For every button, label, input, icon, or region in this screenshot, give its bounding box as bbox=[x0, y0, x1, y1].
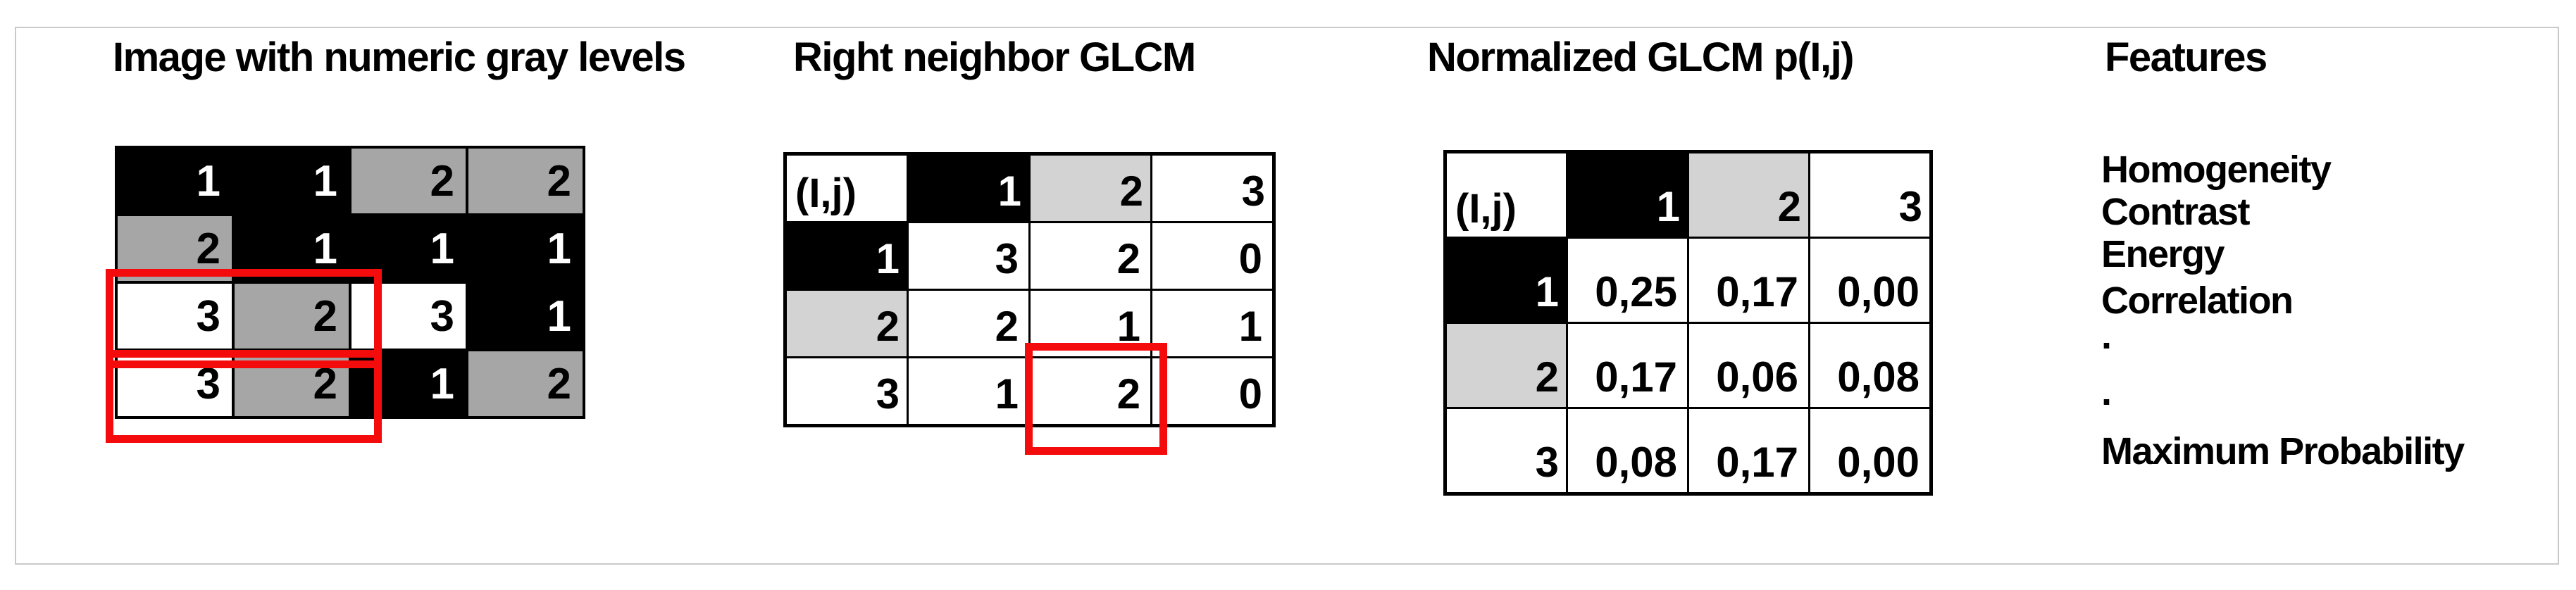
glcm-value-cell: 1 bbox=[1152, 291, 1272, 356]
glcm-value-cell: 3 bbox=[909, 223, 1028, 289]
pixel-cell: 2 bbox=[468, 149, 583, 213]
glcm-value-cell: 0 bbox=[1152, 358, 1272, 424]
pixel-cell: 2 bbox=[468, 351, 583, 416]
norm-value-cell: 0,06 bbox=[1689, 324, 1808, 407]
glcm-corner-cell: (I,j) bbox=[787, 156, 907, 221]
glcm-value-cell: 0 bbox=[1152, 223, 1272, 289]
norm-col-header: 1 bbox=[1568, 153, 1687, 237]
feature-contrast: Contrast bbox=[2101, 191, 2251, 233]
glcm-value-cell: 2 bbox=[1031, 223, 1150, 289]
feature-ellipsis-dot: . bbox=[2101, 315, 2112, 357]
image-section-title: Image with numeric gray levels bbox=[113, 34, 686, 80]
normalized-section-title: Normalized GLCM p(I,j) bbox=[1427, 34, 1855, 80]
gray-level-image-grid: 1 1 2 2 2 1 1 1 3 2 3 1 3 2 1 2 bbox=[115, 146, 585, 419]
pixel-cell: 1 bbox=[118, 149, 232, 213]
glcm-row-header: 2 bbox=[787, 291, 907, 356]
norm-row-header: 1 bbox=[1447, 239, 1566, 322]
highlight-box-glcm-cell bbox=[1025, 343, 1167, 455]
norm-corner-cell: (I,j) bbox=[1447, 153, 1566, 237]
glcm-col-header: 1 bbox=[909, 156, 1028, 221]
pixel-cell: 1 bbox=[235, 149, 349, 213]
feature-homogeneity: Homogeneity bbox=[2101, 149, 2332, 191]
norm-value-cell: 0,25 bbox=[1568, 239, 1687, 322]
pixel-cell: 2 bbox=[351, 149, 466, 213]
norm-value-cell: 0,17 bbox=[1689, 239, 1808, 322]
glcm-row-header: 1 bbox=[787, 223, 907, 289]
glcm-col-header: 3 bbox=[1152, 156, 1272, 221]
norm-value-cell: 0,08 bbox=[1568, 409, 1687, 492]
pixel-cell: 1 bbox=[468, 284, 583, 349]
highlight-box-row4 bbox=[106, 350, 382, 443]
pixel-cell: 3 bbox=[118, 284, 232, 349]
glcm-col-header: 2 bbox=[1031, 156, 1150, 221]
norm-row-header: 3 bbox=[1447, 409, 1566, 492]
glcm-value-cell-highlighted: 2 bbox=[1031, 358, 1150, 424]
norm-value-cell: 0,17 bbox=[1568, 324, 1687, 407]
feature-energy: Energy bbox=[2101, 233, 2225, 275]
feature-maximum-probability: Maximum Probability bbox=[2101, 430, 2465, 472]
norm-col-header: 2 bbox=[1689, 153, 1808, 237]
norm-value-cell: 0,17 bbox=[1689, 409, 1808, 492]
highlight-box-row3 bbox=[106, 269, 382, 368]
norm-row-header: 2 bbox=[1447, 324, 1566, 407]
norm-value-cell: 0,08 bbox=[1810, 324, 1929, 407]
pixel-cell: 1 bbox=[468, 216, 583, 281]
feature-correlation: Correlation bbox=[2101, 280, 2294, 322]
glcm-value-cell: 1 bbox=[909, 358, 1028, 424]
pixel-cell: 3 bbox=[351, 284, 466, 349]
norm-value-cell: 0,00 bbox=[1810, 409, 1929, 492]
pixel-cell: 1 bbox=[351, 216, 466, 281]
features-section-title: Features bbox=[2105, 34, 2267, 80]
glcm-value-cell: 2 bbox=[909, 291, 1028, 356]
pixel-cell: 2 bbox=[235, 284, 349, 349]
feature-ellipsis-dot: . bbox=[2101, 371, 2112, 413]
glcm-row-header: 3 bbox=[787, 358, 907, 424]
glcm-section-title: Right neighbor GLCM bbox=[793, 34, 1196, 80]
normalized-glcm-table: (I,j) 1 2 3 1 0,25 0,17 0,00 2 0,17 0,06… bbox=[1443, 150, 1933, 496]
norm-value-cell: 0,00 bbox=[1810, 239, 1929, 322]
norm-col-header: 3 bbox=[1810, 153, 1929, 237]
